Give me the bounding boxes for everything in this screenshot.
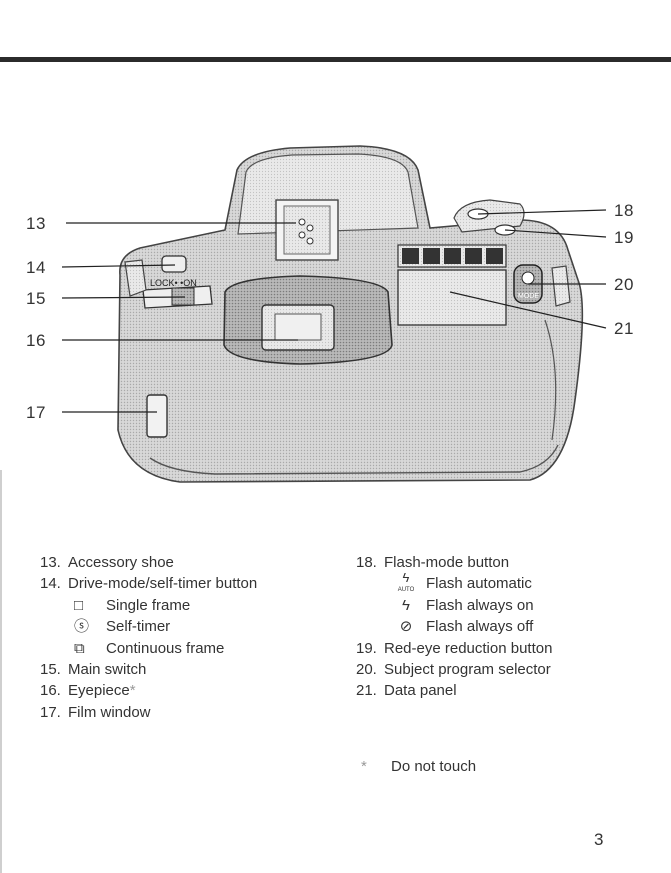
program-icon-closeup — [444, 248, 461, 264]
callout-14: 14 — [26, 258, 46, 277]
legend-left: 13. Accessory shoe 14. Drive-mode/self-t… — [40, 552, 340, 723]
program-selector-icon — [521, 271, 535, 285]
legend-item-13: 13. Accessory shoe — [40, 554, 174, 571]
flash-mode-off: ⊘ Flash always off — [356, 616, 656, 637]
legend-right: 18. Flash-mode button ϟ AUTO Flash autom… — [356, 552, 656, 702]
continuous-frame-icon: ⧉ — [74, 639, 85, 657]
grip-contour — [544, 319, 557, 441]
mode-marking: MODE — [518, 293, 539, 300]
leader-line-14 — [61, 264, 176, 268]
callout-16: 16 — [26, 331, 46, 350]
flash-off-icon: ⊘ — [399, 618, 413, 636]
callout-19: 19 — [614, 228, 634, 247]
program-icon-portrait — [402, 248, 419, 264]
flash-mode-auto: ϟ AUTO Flash automatic — [356, 570, 656, 594]
legend-item-17: 17. Film window — [40, 703, 151, 721]
program-icon-sports — [465, 248, 482, 264]
callout-17: 17 — [26, 403, 46, 422]
callout-21: 21 — [614, 319, 634, 338]
accessory-shoe-rail — [283, 205, 331, 255]
program-icon-landscape — [423, 248, 440, 264]
leader-line-15 — [61, 296, 186, 299]
legend-item-15: 15. Main switch — [40, 660, 147, 678]
flash-auto-icon: ϟ AUTO — [397, 570, 415, 594]
page-number: 3 — [594, 830, 604, 849]
film-window-shape — [146, 394, 168, 438]
legend-item-16: 16. Eyepiece* — [40, 680, 340, 701]
footnote: * Do not touch — [361, 758, 476, 775]
flash-on-icon: ϟ — [402, 596, 410, 614]
camera-base — [149, 444, 559, 475]
flash-button-housing — [453, 199, 525, 233]
left-strap-lug — [124, 259, 147, 297]
right-strap-lug — [551, 265, 571, 307]
drive-mode-button-shape — [161, 255, 187, 273]
leader-line-21 — [449, 291, 607, 329]
drive-mode-continuous: ⧉ Continuous frame — [40, 638, 340, 659]
callout-20: 20 — [614, 275, 634, 294]
scan-edge — [0, 470, 2, 873]
shoe-contact-2 — [306, 224, 314, 232]
footnote-text: Do not touch — [391, 758, 477, 775]
top-rule — [0, 57, 671, 62]
legend-item-19: 19. Red-eye reduction button — [356, 639, 553, 657]
callout-15: 15 — [26, 289, 46, 308]
eyepiece-glass — [274, 313, 322, 341]
lock-on-marking: LOCK• •ON — [150, 278, 197, 288]
flash-mode-on: ϟ Flash always on — [356, 595, 656, 616]
leader-line-19 — [504, 229, 607, 238]
legend-item-18: 18. Flash-mode button — [356, 554, 510, 571]
legend-item-14: 14. Drive-mode/self-timer button — [40, 575, 258, 593]
callout-13: 13 — [26, 214, 46, 233]
camera-illustration: LOCK• •ON MODE — [61, 145, 607, 483]
camera-back-figure: LOCK• •ON MODE 13 14 — [0, 140, 671, 520]
shoe-contact-1 — [298, 218, 306, 226]
legend-item-20: 20. Subject program selector — [356, 660, 551, 678]
self-timer-icon: ⓢ — [74, 618, 90, 636]
callout-18: 18 — [614, 201, 634, 220]
footnote-asterisk: * — [361, 758, 367, 775]
drive-mode-self-timer: ⓢ Self-timer — [40, 616, 340, 637]
eyepiece-asterisk: * — [129, 682, 136, 700]
data-panel-shape — [397, 269, 507, 326]
leader-line-18 — [477, 209, 607, 215]
legend-item-21: 21. Data panel — [356, 682, 457, 700]
shoe-contact-4 — [306, 237, 314, 245]
shoe-contact-3 — [298, 231, 306, 239]
single-frame-icon: □ — [74, 596, 84, 614]
program-icon-night — [486, 248, 503, 264]
drive-mode-single: □ Single frame — [40, 595, 340, 616]
